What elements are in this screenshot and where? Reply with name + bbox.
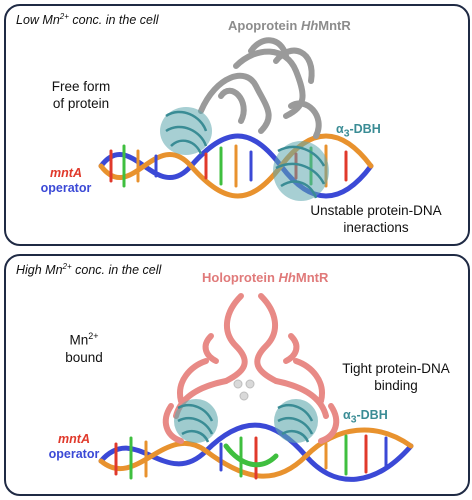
dbh-helix-left <box>160 107 212 155</box>
holoprotein-dna-illustration <box>98 293 414 482</box>
condition-label: High Mn2+ conc. in the cell <box>16 262 162 278</box>
protein-title: Apoprotein HhMntR <box>228 18 351 33</box>
apoprotein-ribbon <box>198 37 322 139</box>
dna-helix <box>98 422 414 482</box>
panel-low-mn: Low Mn2+ conc. in the cell Apoprotein Hh… <box>4 4 470 246</box>
apoprotein-dna-illustration <box>98 37 374 201</box>
mn-ions <box>233 379 255 401</box>
dbh-label: α3-DBH <box>336 122 381 140</box>
interaction-label: Unstable protein-DNA ineractions <box>310 203 442 235</box>
dbh-label: α3-DBH <box>343 408 388 426</box>
panel-high-mn: High Mn2+ conc. in the cell Holoprotein … <box>4 254 470 496</box>
free-form-label: Free form of protein <box>51 79 111 111</box>
dbh-helix-left <box>174 399 218 443</box>
binding-label: Tight protein-DNA binding <box>342 361 450 393</box>
operator-label: mntA operator <box>40 166 92 195</box>
dbh-helix-right <box>274 399 318 443</box>
protein-title: Holoprotein HhMntR <box>202 270 329 285</box>
operator-label: mntA operator <box>48 432 100 461</box>
mn-bound-label: Mn2+ bound <box>65 331 103 365</box>
condition-label: Low Mn2+ conc. in the cell <box>16 12 159 28</box>
dna-helix <box>98 133 374 199</box>
dbh-helix-right <box>273 141 329 201</box>
